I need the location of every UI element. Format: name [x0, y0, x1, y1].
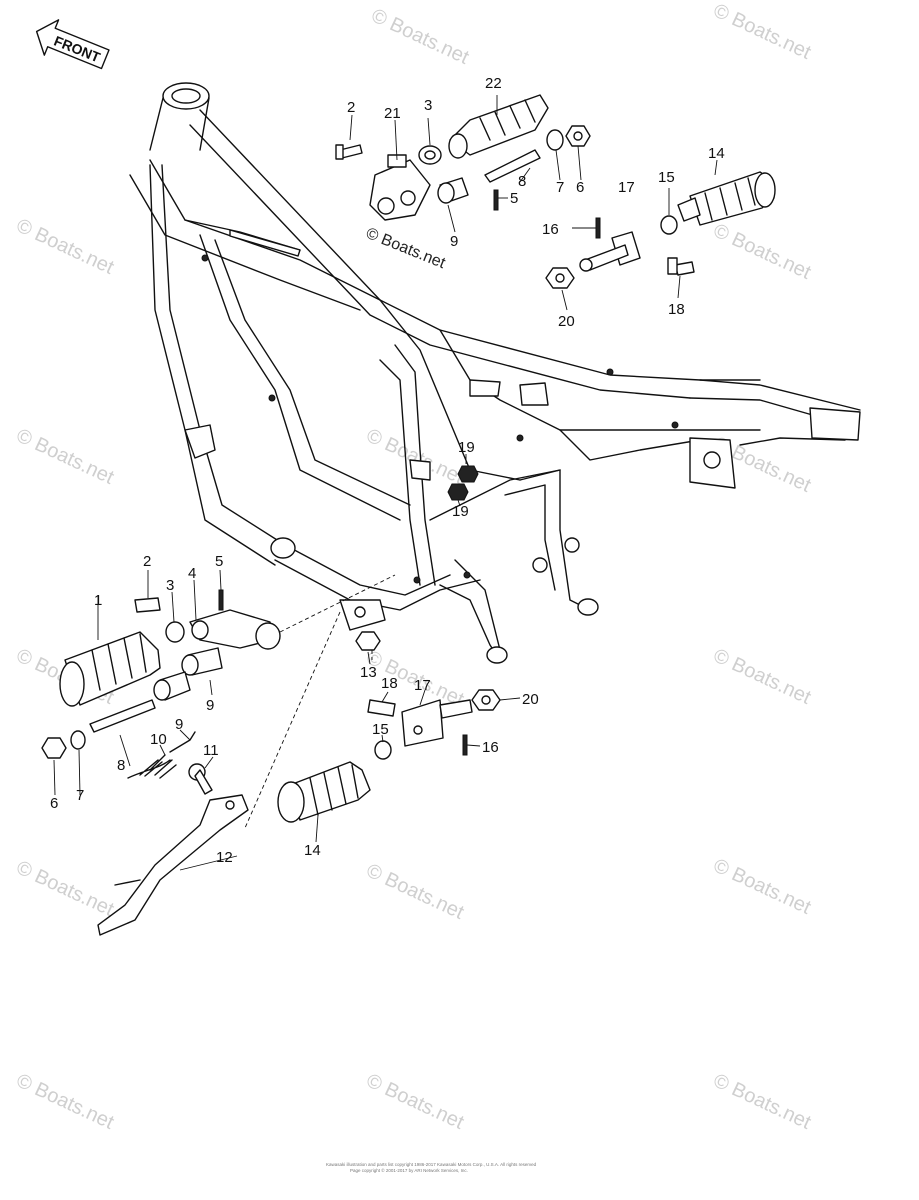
part-5-pin-lower [218, 589, 224, 611]
callout-16: 16 [542, 221, 559, 238]
part-17-peg-bracket [579, 231, 641, 272]
part-7-washer-lower [70, 730, 86, 750]
callout-1: 1 [94, 592, 102, 609]
watermark: © Boats.net [710, 1070, 815, 1134]
callout-19: 19 [458, 439, 475, 456]
watermark: © Boats.net [710, 0, 815, 64]
callout-11: 11 [203, 742, 219, 759]
callout-21: 21 [384, 105, 401, 122]
front-arrow: FRONT [35, 19, 110, 70]
part-6-nut-lower [41, 737, 67, 759]
part-17-peg-bracket-lower [401, 699, 473, 747]
watermark: © Boats.net [710, 645, 815, 709]
callout-14: 14 [708, 145, 725, 162]
callout-17: 17 [414, 677, 431, 694]
leader-lines [53, 95, 718, 871]
part-14-footpeg-rubber [677, 171, 776, 226]
callout-7: 7 [556, 179, 564, 196]
callout-22: 22 [485, 75, 502, 92]
part-15-washer [660, 215, 678, 235]
part-4-link [189, 609, 281, 650]
part-5-pin [493, 189, 499, 211]
part-3-washer-lower [165, 621, 185, 643]
part-8-bolt [89, 699, 156, 733]
callout-15: 15 [658, 169, 675, 186]
callout-2: 2 [347, 99, 355, 116]
watermark: © Boats.net [363, 1070, 468, 1134]
footer-line-1: Kawasaki illustration and parts list cop… [326, 1162, 537, 1167]
callout-2: 2 [143, 553, 151, 570]
lower-parts-group [41, 589, 501, 936]
footer-line-2: Page copyright © 2001-2017 by ARI Networ… [350, 1167, 468, 1173]
callout-13: 13 [360, 664, 377, 681]
watermark: © Boats.net [368, 5, 473, 69]
part-18-bolt-lower [367, 699, 396, 717]
part-14-footpeg-rubber-lower [277, 761, 371, 823]
part-12-side-stand [97, 794, 249, 936]
part-2-bolt [335, 144, 363, 160]
callout-3: 3 [166, 577, 174, 594]
part-16-cotter-pin [595, 217, 601, 239]
callout-18: 18 [381, 675, 398, 692]
part-18-bolt [667, 257, 695, 276]
part-7-washer [546, 129, 564, 151]
callout-17: 17 [618, 179, 635, 196]
part-15-washer-lower [374, 740, 392, 760]
callout-16: 16 [482, 739, 499, 756]
watermark: © Boats.net [363, 425, 468, 489]
part-19-nut [447, 483, 469, 501]
callout-7: 7 [76, 787, 84, 804]
watermark: © Boats.net [13, 1070, 118, 1134]
upper-parts-group [335, 94, 776, 501]
callout-6: 6 [50, 795, 58, 812]
callout-12: 12 [216, 849, 233, 866]
callout-labels: 22 2 21 3 8 5 9 7 6 14 15 17 16 18 20 19… [50, 75, 725, 866]
motorcycle-frame [129, 82, 861, 664]
callout-19: 19 [452, 503, 469, 520]
callout-20: 20 [558, 313, 575, 330]
part-13-nut [355, 631, 381, 651]
callout-4: 4 [188, 565, 196, 582]
front-arrow-icon [35, 19, 110, 70]
watermark: © Boats.net [710, 220, 815, 284]
callout-18: 18 [668, 301, 685, 318]
callout-15: 15 [372, 721, 389, 738]
part-19-nut [457, 465, 479, 483]
part-2-bolt-lower [134, 597, 161, 613]
callout-6: 6 [576, 179, 584, 196]
callout-5: 5 [215, 553, 223, 570]
watermark: © Boats.net [13, 425, 118, 489]
callout-8: 8 [117, 757, 125, 774]
part-22-footpeg [448, 94, 549, 183]
callout-9: 9 [175, 716, 183, 733]
part-1-footpeg [59, 631, 161, 707]
callout-5: 5 [510, 190, 518, 207]
part-11-bolt [188, 763, 213, 795]
watermark: © Boats.net [710, 855, 815, 919]
callout-9: 9 [450, 233, 458, 250]
watermark: © Boats.net [363, 860, 468, 924]
callout-20: 20 [522, 691, 539, 708]
watermark: © Boats.net [13, 857, 118, 921]
callout-3: 3 [424, 97, 432, 114]
callout-14: 14 [304, 842, 321, 859]
part-21-bracket [369, 154, 431, 221]
callout-9: 9 [206, 697, 214, 714]
callout-10: 10 [150, 731, 167, 748]
footer-copyright: Kawasaki illustration and parts list cop… [326, 1162, 537, 1173]
inline-watermark: © Boats.net [364, 225, 449, 272]
part-16-cotter-pin-lower [462, 734, 468, 756]
alignment-lines [244, 574, 396, 829]
watermark: © Boats.net [13, 215, 118, 279]
callout-8: 8 [518, 173, 526, 190]
